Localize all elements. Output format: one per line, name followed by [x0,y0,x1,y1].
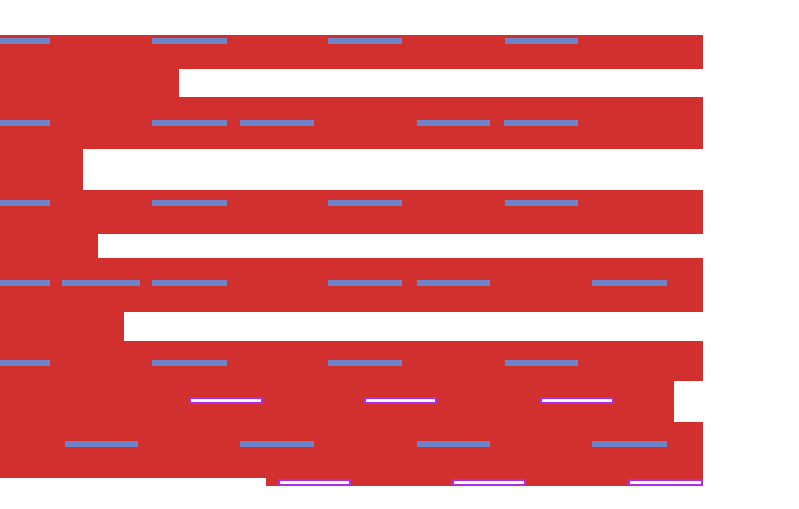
blue-bar [328,200,402,206]
blue-bar [505,200,578,206]
red-block [0,149,83,190]
blue-bar [505,360,578,366]
blue-bar [505,38,578,44]
blue-bar [152,280,227,286]
blue-bar [0,120,50,126]
red-block [0,234,98,258]
blue-bar [417,441,490,447]
blue-bar [417,120,490,126]
blue-bar [328,280,402,286]
red-block [0,97,703,149]
red-block [0,69,179,97]
blue-bar [0,200,50,206]
blue-bar [0,280,50,286]
blue-bar [592,441,667,447]
blue-bar [0,360,50,366]
blue-bar [417,280,490,286]
red-block [0,190,703,234]
outlined-bar [189,397,263,404]
outlined-bar [628,479,703,486]
blue-bar [152,200,227,206]
blue-bar [328,360,402,366]
blue-bar [152,360,227,366]
blue-bar [152,120,227,126]
red-block [0,312,124,341]
outlined-bar [540,397,614,404]
blue-bar [0,38,50,44]
blue-bar [65,441,138,447]
blue-bar [62,280,140,286]
blue-bar [328,38,402,44]
outlined-bar [364,397,437,404]
red-block [674,341,703,381]
blue-bar [240,441,314,447]
outlined-bar [452,479,526,486]
blue-bar [504,120,578,126]
blue-bar [240,120,314,126]
blue-bar [592,280,667,286]
outlined-bar [278,479,351,486]
red-block [674,422,703,478]
blue-bar [152,38,227,44]
